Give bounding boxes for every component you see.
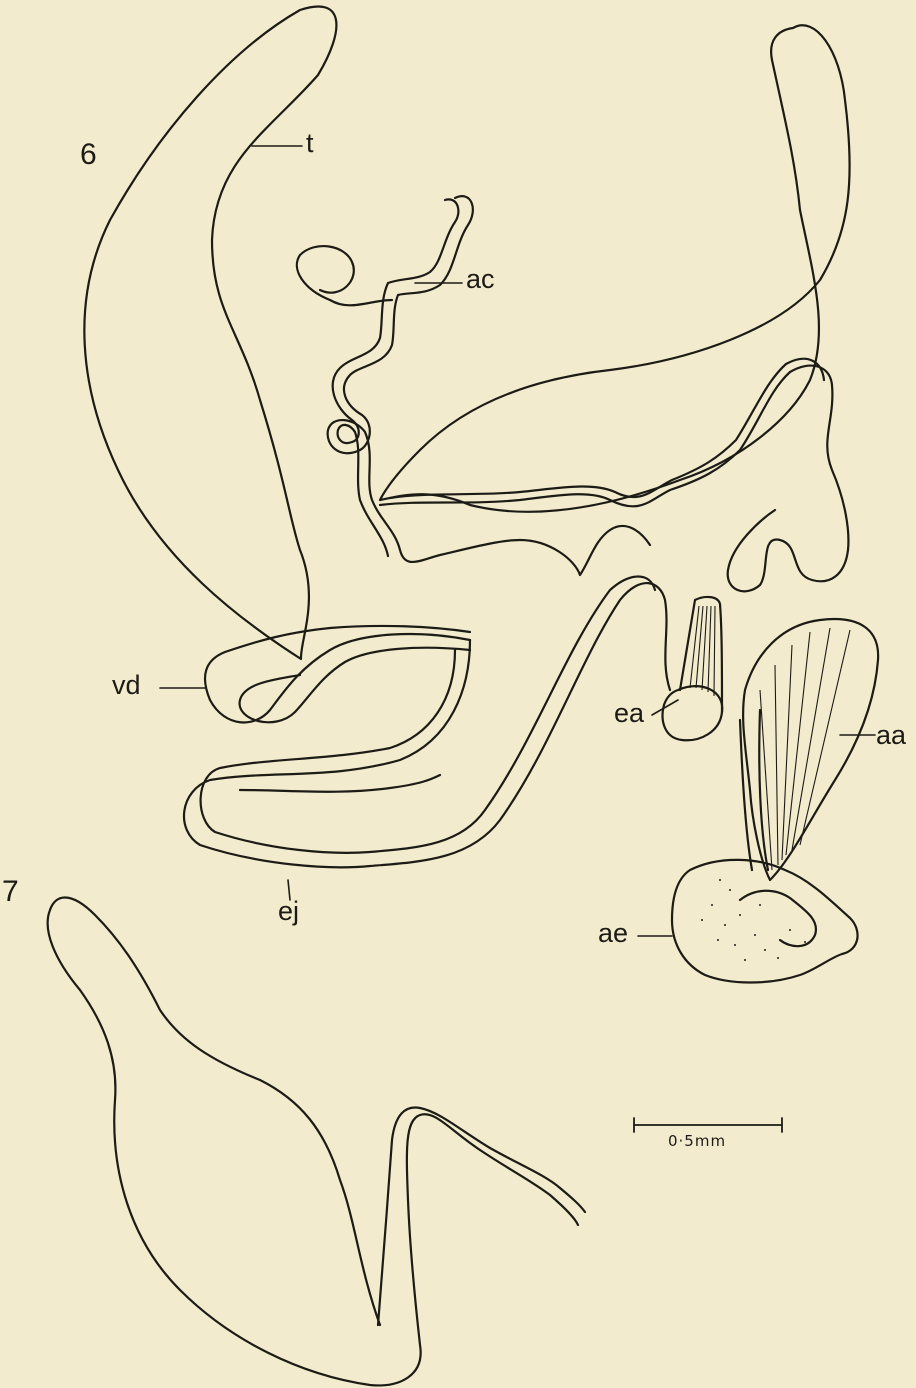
aa-striations xyxy=(760,628,850,870)
ea-column xyxy=(680,597,722,712)
coil-outer xyxy=(328,196,650,575)
ae-inner-lobe xyxy=(740,891,816,946)
label-t: t xyxy=(306,130,314,157)
label-ac: ac xyxy=(466,266,495,293)
figure-6-number: 6 xyxy=(80,140,97,170)
ae-stipple xyxy=(701,879,806,961)
label-aa: aa xyxy=(876,722,906,749)
ejaculatory-duct-lower xyxy=(240,775,440,792)
testis-left xyxy=(84,6,336,659)
label-ea: ea xyxy=(614,700,644,727)
label-ae: ae xyxy=(598,920,628,947)
ea-striations xyxy=(690,606,715,696)
coil-loop xyxy=(297,246,392,305)
label-ej: ej xyxy=(278,898,299,925)
ea-bulb xyxy=(663,686,723,740)
scale-bar xyxy=(634,1118,782,1132)
label-vd: vd xyxy=(112,672,141,699)
figure-7-number: 7 xyxy=(2,877,19,907)
tubule-right-outer xyxy=(380,366,848,592)
vas-deferens-outer xyxy=(205,626,470,723)
ae-body xyxy=(672,860,858,983)
tubule-right-inner xyxy=(390,359,824,498)
scale-bar-label: 0·5mm xyxy=(668,1132,726,1150)
figure7-outline xyxy=(48,898,578,1386)
vas-deferens-inner xyxy=(240,648,470,723)
ejaculatory-duct-inner xyxy=(201,577,655,853)
